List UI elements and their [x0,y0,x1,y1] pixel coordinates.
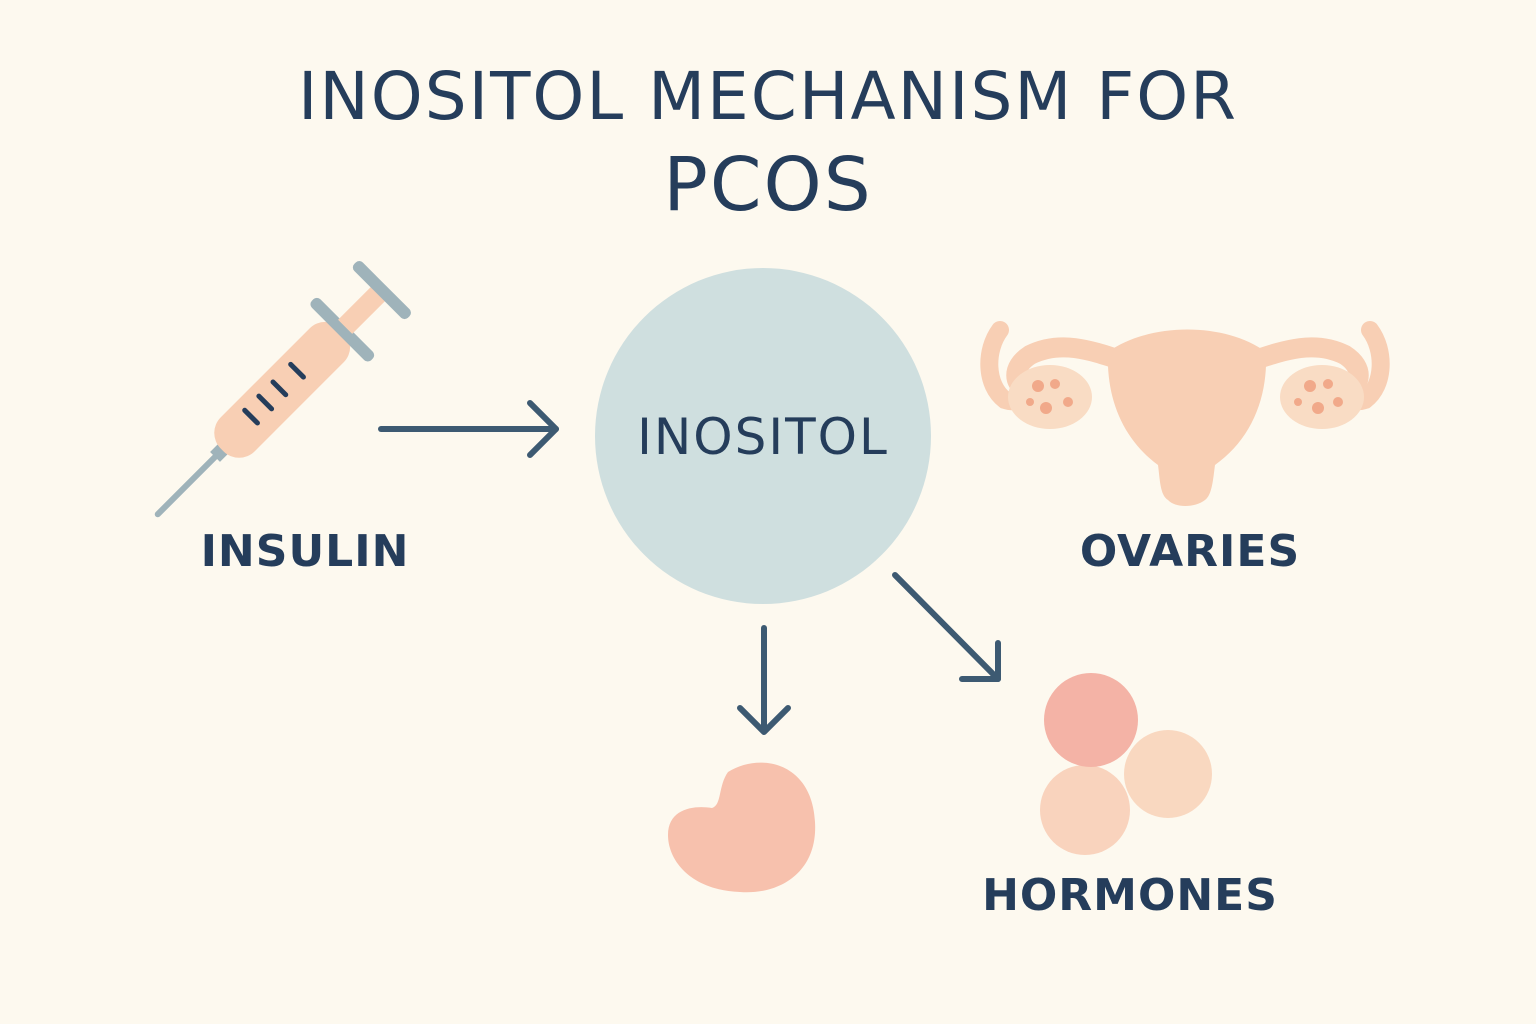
insulin-label: INSULIN [200,526,410,577]
ovaries-label: OVARIES [1079,526,1301,577]
uterus-ovaries-icon [980,321,1390,506]
arrow-insulin-to-inositol [378,400,559,458]
hormone-cells-icon [1040,673,1212,855]
arrow-inositol-to-hormones [892,572,1001,682]
syringe-icon [154,261,411,518]
inositol-circle [595,268,931,604]
kidney-icon [668,762,816,893]
page-title: INOSITOL MECHANISM FOR [297,58,1239,135]
arrow-inositol-to-kidney [737,625,791,735]
inositol-label: INOSITOL [637,408,889,466]
hormones-label: HORMONES [982,870,1278,921]
page-title-line-2: PCOS [663,142,873,228]
